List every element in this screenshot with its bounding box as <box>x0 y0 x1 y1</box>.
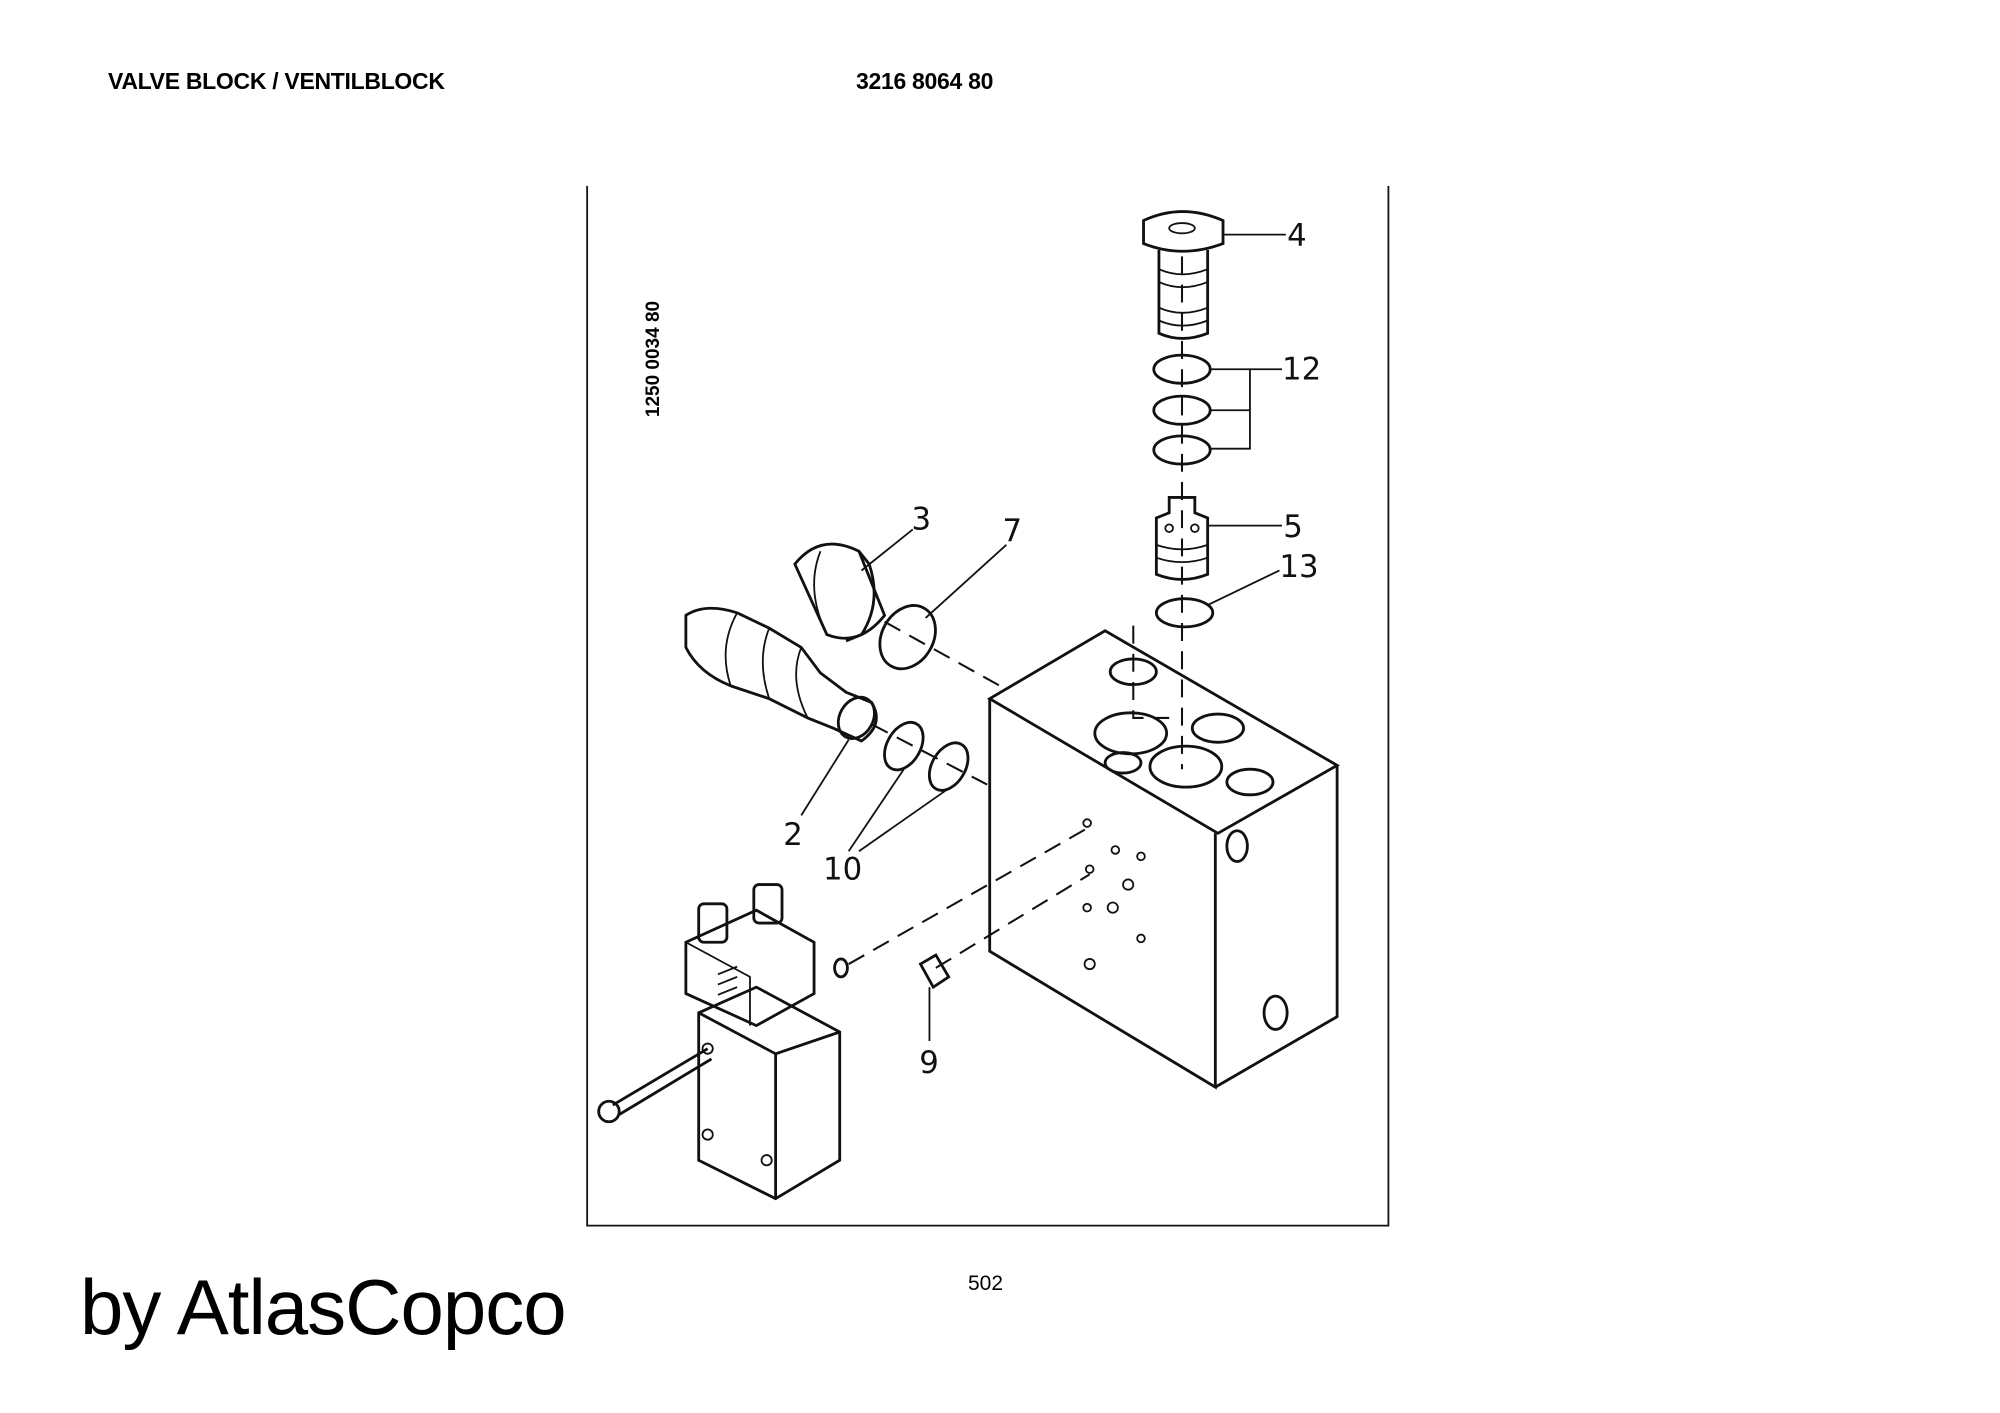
o-ring-12b <box>1152 394 1212 426</box>
solenoid-valve <box>684 883 842 1201</box>
drawing-frame <box>586 185 1390 1227</box>
o-ring-13 <box>1154 597 1215 629</box>
callout-12: 12 <box>1282 351 1321 387</box>
brand-watermark: by AtlasCopco <box>80 1263 567 1351</box>
screw <box>597 1047 713 1124</box>
part-number: 3216 8064 80 <box>856 68 994 94</box>
valve-cartridge-2 <box>684 606 878 743</box>
callout-4: 4 <box>1287 218 1307 254</box>
callout-3: 3 <box>912 501 932 537</box>
plug-3 <box>793 542 887 643</box>
set-screw-9 <box>918 953 951 990</box>
callout-9: 9 <box>919 1045 939 1081</box>
document-title: VALVE BLOCK / VENTILBLOCK <box>108 68 445 94</box>
callout-2: 2 <box>783 817 803 853</box>
o-ring-10b <box>927 741 970 792</box>
callout-13: 13 <box>1279 549 1318 585</box>
callout-5: 5 <box>1283 509 1303 545</box>
callout-7: 7 <box>1003 513 1023 549</box>
callout-10: 10 <box>823 851 862 887</box>
plug-4 <box>1142 210 1225 340</box>
page-number: 502 <box>968 1272 1004 1295</box>
valve-block <box>986 629 1340 1090</box>
o-ring-small <box>833 957 849 979</box>
o-ring-7 <box>878 604 937 671</box>
o-ring-10a <box>883 720 925 772</box>
